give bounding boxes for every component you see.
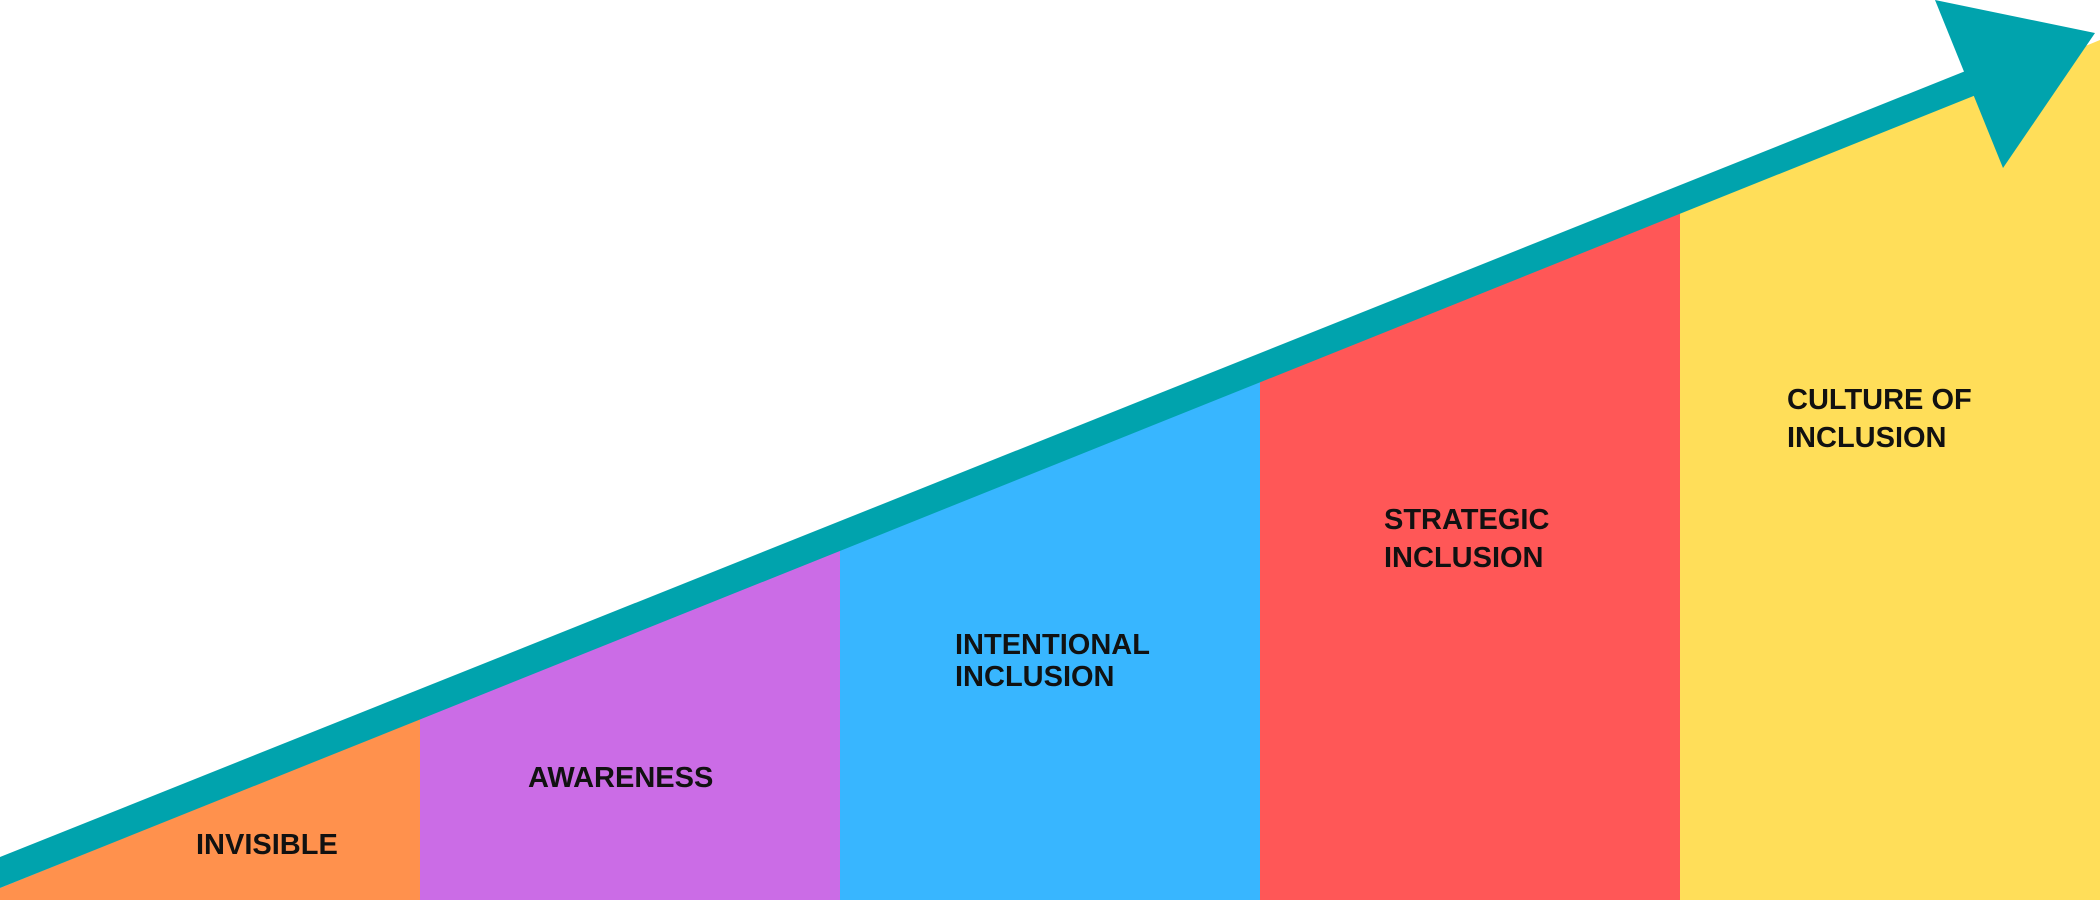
stage-label-line: INCLUSION — [955, 661, 1115, 693]
stage-label-invisible: INVISIBLE — [196, 826, 338, 864]
stage-column-invisible — [0, 718, 420, 900]
stage-label-strategic-inclusion: STRATEGIC INCLUSION — [1384, 501, 1549, 577]
stage-label-line: INVISIBLE — [196, 829, 338, 861]
stage-label-intentional-inclusion: INTENTIONAL INCLUSION — [955, 629, 1150, 693]
stage-column-culture-of-inclusion — [1680, 40, 2100, 900]
stage-label-culture-of-inclusion: CULTURE OF INCLUSION — [1787, 381, 1972, 457]
stage-label-line: AWARENESS — [528, 762, 714, 794]
stage-column-intentional-inclusion — [840, 382, 1260, 900]
stage-column-strategic-inclusion — [1260, 213, 1680, 900]
stage-label-line: INCLUSION — [1787, 422, 1947, 454]
stage-column-awareness — [420, 550, 840, 900]
stage-label-line: CULTURE OF — [1787, 384, 1972, 416]
progress-arrow-shaft — [0, 70, 1976, 888]
stage-label-line: STRATEGIC — [1384, 504, 1550, 536]
stage-label-awareness: AWARENESS — [528, 759, 713, 797]
stage-label-line: INTENTIONAL — [955, 629, 1150, 661]
stage-label-line: INCLUSION — [1384, 542, 1544, 574]
progress-arrow-head — [1935, 0, 2095, 168]
